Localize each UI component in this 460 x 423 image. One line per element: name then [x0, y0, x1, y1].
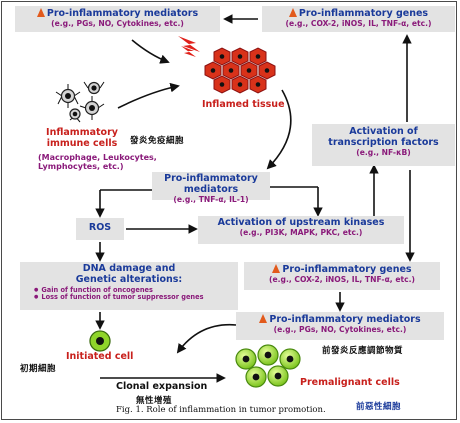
lower-mediators-subtitle: (e.g., PGs, NO, Cytokines, etc.)	[273, 324, 407, 334]
arrow-mediators-to-tissue	[131, 39, 170, 64]
upstream-kinases-box: Activation of upstream kinases (e.g., PI…	[198, 216, 404, 244]
clonal-expansion-label: Clonal expansion	[116, 381, 208, 392]
clonal-expansion-cjk-label: 無性增殖	[136, 396, 173, 406]
top-right-genes-subtitle: (e.g., COX-2, iNOS, IL, TNF-α, etc.)	[285, 18, 432, 28]
lower-genes-box: Pro-inflammatory genes (e.g., COX-2, iNO…	[244, 262, 440, 290]
tissue-nuclei	[210, 54, 270, 87]
initiated-cell-graphic	[89, 330, 111, 352]
immune-cells-detail: (Macrophage, Leukocytes, Lymphocytes, et…	[38, 153, 157, 171]
dna-bullet-item: Gain of function of oncogenes	[34, 286, 238, 295]
premalignant-cells-label: Premalignant cells	[300, 377, 400, 388]
immune-cells-cjk-label: 發炎免疫細胞	[130, 136, 185, 146]
immune-cells-detail-line2: Lymphocytes, etc.)	[38, 162, 124, 172]
lower-mediators-title: Pro-inflammatory mediators	[236, 314, 444, 326]
inflamed-tissue-graphic	[204, 47, 276, 94]
lower-mediators-box: Pro-inflammatory mediators (e.g., PGs, N…	[236, 312, 444, 340]
top-right-genes-title: Pro-inflammatory genes	[262, 8, 455, 20]
premalignant-cells-graphic	[235, 344, 301, 388]
initiated-cell-label: Initiated cell	[66, 351, 134, 362]
mid-mediators-title: Pro-inflammatory mediators	[164, 173, 258, 195]
lower-mediators-cjk-label: 前發炎反應調節物質	[322, 346, 404, 356]
immune-cells-title-line1: Inflammatory	[46, 127, 118, 138]
flow-arrows	[95, 14, 415, 383]
top-right-genes-box: Pro-inflammatory genes (e.g., COX-2, iNO…	[262, 6, 455, 32]
dna-title-line1: DNA damage and	[82, 263, 176, 274]
mid-mediators-subtitle: (e.g., TNF-α, IL-1)	[173, 194, 249, 204]
immune-cells-title-line2: immune cells	[46, 137, 118, 149]
transcription-factors-box: Activation of transcription factors (e.g…	[312, 124, 455, 166]
dna-bullet-item: Loss of function of tumor suppressor gen…	[34, 294, 238, 302]
transcription-title-line2: transcription factors	[328, 136, 439, 148]
immune-cells-detail-line1: (Macrophage, Leukocytes,	[38, 153, 157, 162]
premalignant-nuclei	[242, 351, 294, 381]
kinases-title: Activation of upstream kinases	[217, 217, 385, 228]
immune-cells-title: Inflammatory immune cells	[38, 127, 126, 150]
arrow-tissue-to-mediators	[266, 89, 292, 170]
ros-box: ROS	[76, 218, 124, 240]
figure-caption: Fig. 1. Role of inflammation in tumor pr…	[116, 405, 326, 415]
transcription-title-line1: Activation of	[349, 126, 418, 137]
lightning-icon	[178, 36, 200, 57]
up-arrow-icon	[259, 314, 268, 323]
transcription-subtitle: (e.g., NF-κB)	[356, 147, 411, 157]
immune-cells-graphic	[55, 81, 105, 123]
up-arrow-icon	[272, 264, 281, 273]
top-left-mediators-title: Pro-inflammatory mediators	[15, 8, 220, 20]
inflamed-tissue-label: Inflamed tissue	[202, 99, 285, 110]
mid-mediators-box: Pro-inflammatory mediators (e.g., TNF-α,…	[152, 172, 270, 204]
up-arrow-icon	[36, 8, 45, 17]
dna-bullet-list: Gain of function of oncogenes Loss of fu…	[20, 286, 238, 302]
arrow-immune-to-tissue	[117, 82, 180, 109]
dna-title-line2: Genetic alterations:	[75, 273, 183, 285]
lower-genes-subtitle: (e.g., COX-2, iNOS, IL, TNF-α, etc.)	[269, 274, 415, 284]
initiated-cell-cjk-label: 初期細胞	[20, 364, 57, 374]
arrow-mediators-to-initiated	[176, 323, 237, 354]
premalignant-cells-cjk-label: 前惡性細胞	[356, 402, 402, 412]
top-left-mediators-subtitle: (e.g., PGs, NO, Cytokines, etc.)	[51, 18, 184, 28]
up-arrow-icon	[288, 8, 297, 17]
top-left-mediators-box: Pro-inflammatory mediators (e.g., PGs, N…	[15, 6, 220, 32]
dna-damage-box: DNA damage and Genetic alterations: Gain…	[20, 262, 238, 310]
ros-label: ROS	[88, 222, 112, 233]
lower-genes-title: Pro-inflammatory genes	[244, 264, 440, 276]
kinases-subtitle: (e.g., PI3K, MAPK, PKC, etc.)	[239, 227, 363, 237]
